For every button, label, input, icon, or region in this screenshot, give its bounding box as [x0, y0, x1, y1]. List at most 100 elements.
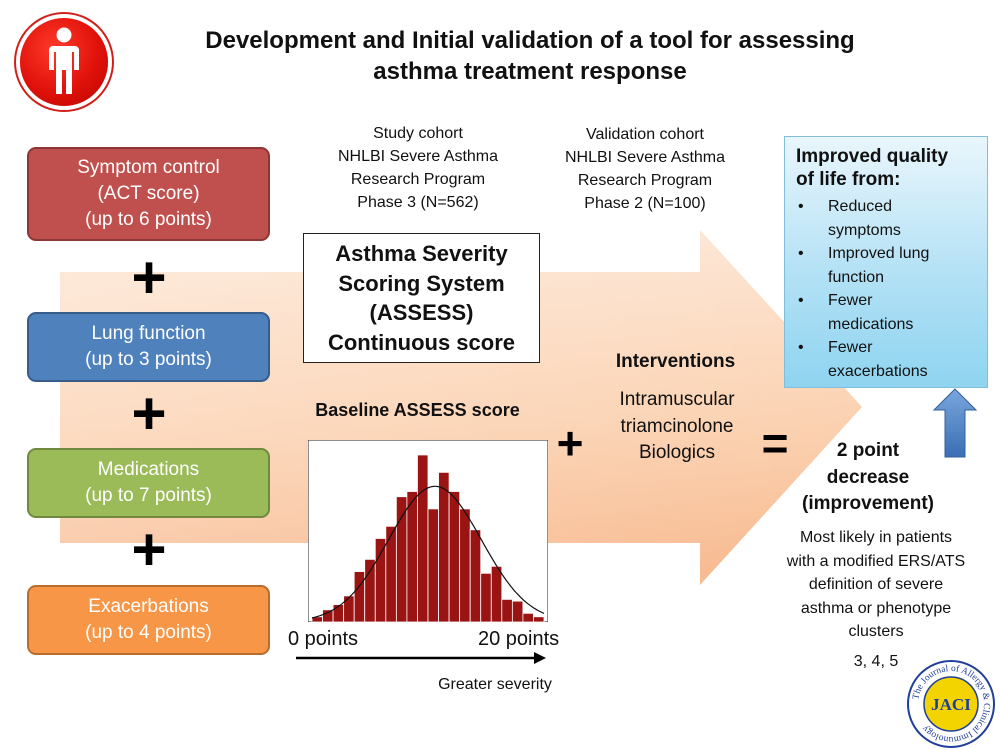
list-item: Improved lung function: [796, 242, 979, 289]
axis-max-label: 20 points: [478, 628, 560, 650]
item-line: medications: [828, 315, 914, 333]
factor-label: Medications: [97, 459, 200, 480]
severity-label: Greater severity: [438, 676, 552, 693]
cohort-line: NHLBI Severe Asthma: [337, 148, 499, 165]
intervention-item: triamcinolone: [620, 415, 734, 437]
assess-line: Continuous score: [327, 329, 515, 355]
cohort-line: Research Program: [577, 172, 713, 189]
references: 3, 4, 5: [853, 653, 899, 670]
factor-points: (up to 3 points): [85, 349, 212, 370]
intervention-item: Biologics: [638, 442, 716, 463]
item-line: Improved lung: [828, 245, 930, 262]
histogram-bar: [511, 600, 524, 622]
study-cohort: Study cohort NHLBI Severe Asthma Researc…: [312, 122, 524, 214]
histogram-bar: [395, 496, 408, 622]
histogram-bar: [364, 558, 376, 622]
factor-label: Exacerbations: [88, 596, 209, 617]
quality-list: Reduced symptoms Improved lung function …: [796, 195, 979, 383]
note-line: asthma or phenotype: [800, 599, 952, 617]
list-item: Fewer medications: [796, 289, 979, 336]
assess-score-box: Asthma Severity Scoring System (ASSESS) …: [303, 233, 540, 363]
intervention-item: Intramuscular: [619, 389, 735, 410]
cohort-line: Phase 2 (N=100): [584, 195, 706, 212]
result-line: 2 point: [836, 440, 900, 461]
plus-sign: +: [556, 417, 584, 469]
result-note: Most likely in patients with a modified …: [764, 526, 988, 644]
cohort-line: Validation cohort: [586, 126, 704, 143]
histogram-bar: [522, 612, 534, 622]
quality-title: Improved quality of life from:: [796, 145, 979, 191]
histogram-bar: [343, 595, 355, 622]
result-summary: 2 point decrease (improvement): [783, 438, 953, 518]
note-line: definition of severe: [808, 576, 944, 593]
histogram-bar: [353, 571, 366, 622]
item-line: Fewer: [828, 339, 873, 356]
note-line: with a modified ERS/ATS: [786, 552, 966, 570]
cohort-line: NHLBI Severe Asthma: [564, 149, 726, 166]
item-line: function: [828, 268, 885, 286]
factor-label: Symptom control: [77, 157, 220, 178]
factor-detail: (ACT score): [97, 183, 200, 204]
item-line: exacerbations: [828, 362, 928, 380]
up-arrow-icon: [933, 388, 977, 458]
histogram-bar: [501, 598, 513, 622]
result-line: decrease: [826, 466, 910, 488]
factor-points: (up to 4 points): [85, 622, 212, 643]
assess-line: Asthma Severity: [335, 241, 508, 266]
jaci-journal-logo: The Journal of Allergy & Clinical Immuno…: [907, 660, 995, 748]
list-item: Fewer exacerbations: [796, 336, 979, 383]
item-line: Reduced: [828, 198, 893, 215]
histogram-bar: [406, 491, 418, 622]
factor-medications: Medications (up to 7 points): [27, 448, 270, 518]
quality-of-life-box: Improved quality of life from: Reduced s…: [784, 136, 988, 388]
histogram-bar: [322, 609, 334, 622]
page-title: Development and Initial validation of a …: [110, 25, 950, 87]
baseline-title: Baseline ASSESS score: [315, 400, 520, 420]
note-line: clusters: [848, 623, 904, 640]
quality-title-line: Improved quality: [796, 146, 949, 167]
title-line-2: asthma treatment response: [373, 58, 687, 85]
histogram-bar: [417, 454, 429, 622]
interventions-title: Interventions: [615, 351, 736, 372]
normal-curve: [311, 485, 545, 619]
histogram-bar: [427, 508, 439, 622]
cohort-line: Study cohort: [373, 125, 463, 142]
result-line: (improvement): [802, 493, 934, 514]
quality-title-line: of life from:: [796, 169, 901, 190]
histogram-bar: [332, 604, 345, 622]
histogram-bar: [438, 471, 450, 622]
note-line: Most likely in patients: [799, 529, 953, 546]
assess-line: (ASSESS): [369, 300, 474, 325]
histogram-bar: [469, 529, 482, 622]
validation-cohort: Validation cohort NHLBI Severe Asthma Re…: [535, 123, 755, 215]
person-icon: [49, 27, 79, 94]
title-line-1: Development and Initial validation of a …: [205, 27, 855, 54]
severity-arrow: [296, 652, 546, 664]
list-item: Reduced symptoms: [796, 195, 979, 242]
item-line: Fewer: [828, 292, 873, 309]
histogram-bar: [459, 508, 471, 622]
equals-sign: =: [761, 417, 789, 469]
factor-exacerbations: Exacerbations (up to 4 points): [27, 585, 270, 655]
interventions-list: Intramuscular triamcinolone Biologics: [592, 387, 762, 467]
axis-min-label: 0 points: [288, 628, 359, 650]
cohort-line: Phase 3 (N=562): [357, 194, 479, 211]
histogram-bar: [448, 491, 461, 622]
assess-line: Scoring System: [338, 270, 505, 296]
factor-points: (up to 6 points): [85, 209, 212, 230]
jaci-text: JACI: [931, 695, 971, 714]
person-logo: [20, 18, 108, 106]
histogram-bar: [490, 565, 503, 622]
histogram-bar: [533, 616, 545, 622]
factor-points: (up to 7 points): [85, 485, 212, 506]
baseline-histogram: [308, 440, 548, 622]
plus-sign: +: [131, 380, 167, 447]
factor-lung-function: Lung function (up to 3 points): [27, 312, 270, 382]
cohort-line: Research Program: [350, 171, 486, 188]
plus-sign: +: [131, 516, 167, 583]
plus-sign: +: [131, 244, 167, 311]
item-line: symptoms: [828, 221, 901, 239]
factor-symptom-control: Symptom control (ACT score) (up to 6 poi…: [27, 147, 270, 241]
histogram-bar: [374, 538, 387, 622]
factor-label: Lung function: [91, 323, 206, 344]
